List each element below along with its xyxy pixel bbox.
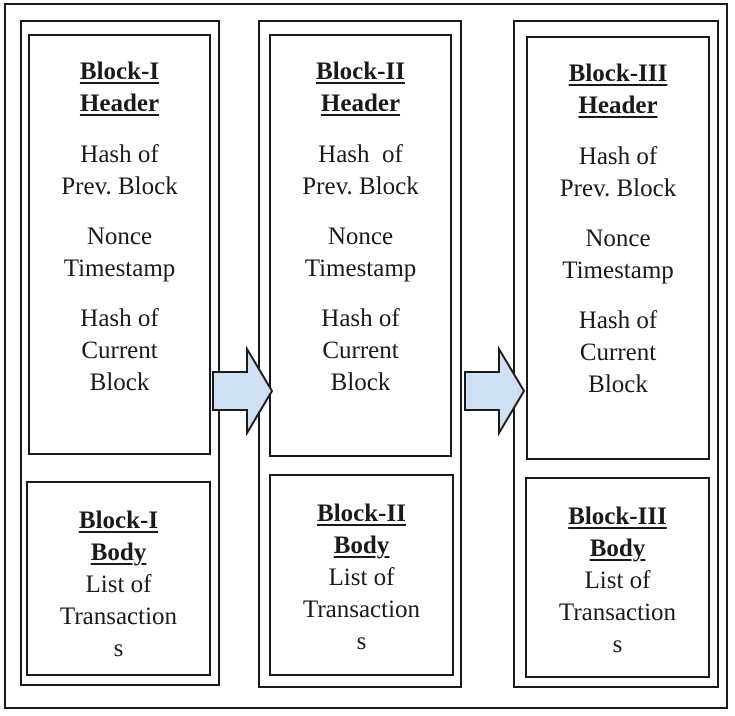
block-3-header: Block-III Header Hash of Prev. Block Non…: [526, 36, 710, 460]
arrow-2-shape: [464, 345, 526, 437]
block-1-hash-current-line2: Current: [81, 337, 158, 364]
block-2-body-text-line1: List of: [328, 564, 395, 591]
block-2-body-title-line2: Body: [333, 532, 390, 559]
block-2-header-title-line2: Header: [320, 90, 401, 117]
block-3-body-title-line1: Block-III: [568, 503, 667, 530]
arrow-1-shape: [212, 345, 274, 437]
block-3-hash-prev-line1: Hash of: [578, 143, 658, 170]
arrow-right-icon-2: [464, 345, 526, 437]
block-3-body-title-line2: Body: [589, 535, 646, 562]
block-2-body-text-line3: s: [356, 628, 367, 655]
block-1-header-title-line1: Block-I: [79, 58, 160, 85]
block-3-body-text-line1: List of: [584, 567, 651, 594]
block-1-hash-current-line3: Block: [89, 369, 150, 396]
block-1-header: Block-I Header Hash of Prev. Block Nonce…: [28, 34, 211, 455]
block-2-hash-current-line1: Hash of: [321, 305, 400, 332]
block-1-body-text-line3: s: [113, 635, 124, 662]
block-3-body-text-line3: s: [612, 631, 623, 658]
block-1-body-title-line1: Block-I: [78, 507, 159, 534]
block-1-timestamp: Timestamp: [63, 255, 176, 282]
block-3: Block-III Header Hash of Prev. Block Non…: [513, 20, 719, 688]
block-3-nonce: Nonce: [585, 225, 651, 252]
block-1: Block-I Header Hash of Prev. Block Nonce…: [20, 20, 220, 686]
block-3-hash-current-line2: Current: [579, 339, 657, 366]
block-3-header-title-line2: Header: [578, 92, 658, 119]
diagram-frame: [4, 3, 728, 709]
block-2-header-title-line1: Block-II: [316, 58, 405, 85]
block-3-body-text-line2: Transaction: [558, 599, 677, 626]
block-1-hash-current-line1: Hash of: [80, 305, 159, 332]
block-2-hash-prev-line2: Prev. Block: [302, 173, 419, 200]
block-1-header-title-line2: Header: [79, 90, 160, 117]
block-2-body: Block-II Body List of Transaction s: [269, 474, 454, 676]
block-1-body: Block-I Body List of Transaction s: [26, 481, 211, 676]
block-2-hash-current-line3: Block: [330, 369, 391, 396]
block-2-timestamp: Timestamp: [304, 255, 417, 282]
block-3-hash-current-line3: Block: [588, 371, 648, 398]
block-1-body-title-line2: Body: [90, 539, 147, 566]
block-3-body: Block-III Body List of Transaction s: [525, 477, 710, 678]
arrow-right-icon-1: [212, 345, 274, 437]
block-1-hash-prev-line2: Prev. Block: [61, 173, 178, 200]
block-1-body-text-line2: Transaction: [59, 603, 178, 630]
block-2-hash-prev-line1: Hash of: [318, 141, 403, 168]
block-3-hash-prev-line2: Prev. Block: [559, 175, 677, 202]
block-2-nonce: Nonce: [327, 223, 394, 250]
block-3-header-title-line1: Block-III: [568, 60, 668, 87]
block-3-hash-current-line1: Hash of: [578, 307, 658, 334]
block-2: Block-II Header Hash of Prev. Block Nonc…: [258, 20, 462, 688]
block-1-nonce: Nonce: [86, 223, 153, 250]
block-3-timestamp: Timestamp: [562, 257, 674, 284]
block-2-header: Block-II Header Hash of Prev. Block Nonc…: [269, 34, 452, 457]
block-1-body-text-line1: List of: [85, 571, 152, 598]
block-1-hash-prev-line1: Hash of: [80, 141, 159, 168]
block-2-body-text-line2: Transaction: [302, 596, 421, 623]
block-2-body-title-line1: Block-II: [317, 500, 406, 527]
block-2-hash-current-line2: Current: [322, 337, 399, 364]
